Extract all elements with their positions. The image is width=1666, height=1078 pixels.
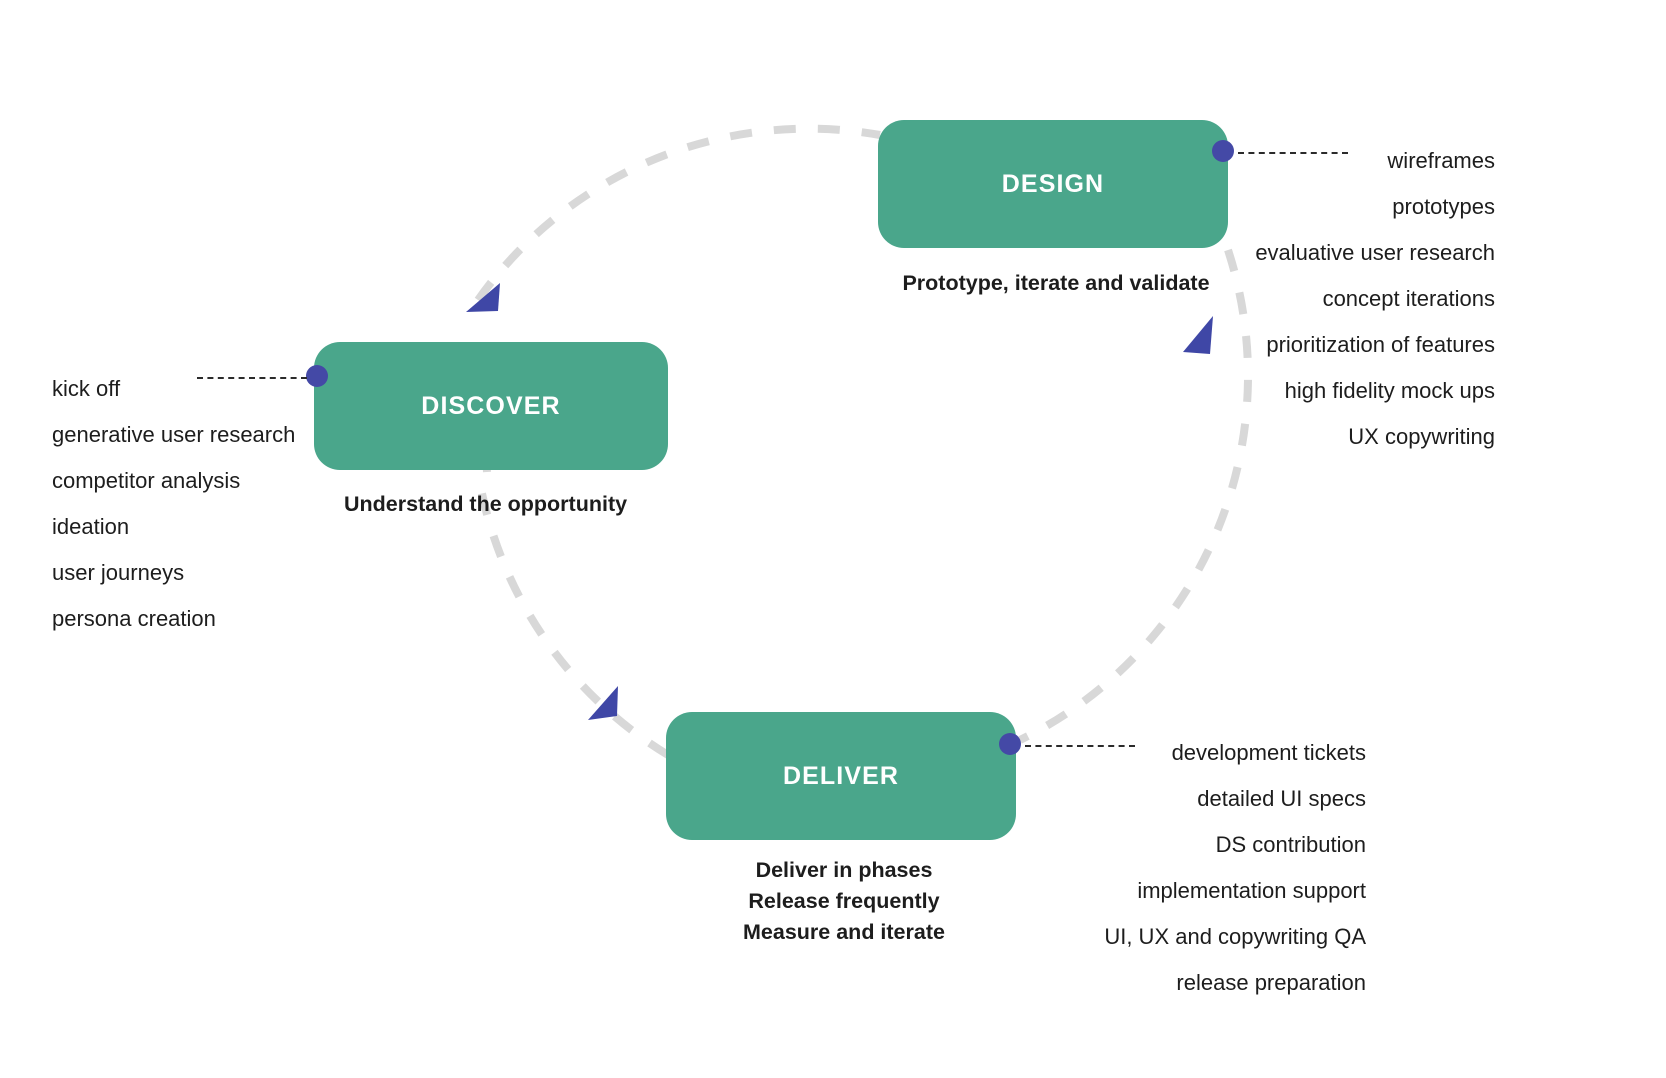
- output-item: UI, UX and copywriting QA: [1104, 924, 1366, 949]
- output-item: DS contribution: [1215, 832, 1366, 857]
- phase-box-design[interactable]: DESIGN: [878, 120, 1228, 248]
- phase-title-design: DESIGN: [1001, 169, 1105, 198]
- output-list-deliver: development tickets detailed UI specs DS…: [991, 730, 1366, 1006]
- output-item: release preparation: [1176, 970, 1366, 995]
- phase-caption-discover: Understand the opportunity: [344, 492, 628, 516]
- connector-dot-deliver: [999, 733, 1021, 755]
- output-item: implementation support: [1137, 878, 1366, 903]
- output-item: wireframes: [1387, 148, 1495, 173]
- output-item: evaluative user research: [1255, 240, 1495, 265]
- phase-box-deliver[interactable]: DELIVER: [666, 712, 1016, 840]
- output-item: competitor analysis: [52, 468, 241, 493]
- output-item: development tickets: [1171, 740, 1366, 765]
- output-item: high fidelity mock ups: [1284, 378, 1495, 403]
- output-item: UX copywriting: [1348, 424, 1495, 449]
- arc-discover-to-design: [474, 124, 881, 303]
- output-item: user journeys: [52, 560, 185, 585]
- flow-arrow-to-discover: [588, 686, 618, 720]
- leader-line-design: [1238, 152, 1348, 154]
- phase-title-discover: DISCOVER: [421, 391, 561, 420]
- leader-line-discover: [197, 377, 307, 379]
- phase-title-deliver: DELIVER: [782, 761, 900, 790]
- output-item: concept iterations: [1322, 286, 1495, 311]
- flow-arrow-to-design: [466, 283, 500, 312]
- phase-caption-deliver: Deliver in phases Release frequently Mea…: [743, 858, 945, 944]
- leader-line-deliver: [1025, 745, 1135, 747]
- connector-dot-design: [1212, 140, 1234, 162]
- output-item: detailed UI specs: [1197, 786, 1366, 811]
- output-item: prioritization of features: [1266, 332, 1495, 357]
- output-item: generative user research: [52, 422, 296, 447]
- output-list-discover: kick off generative user research compet…: [0, 366, 305, 642]
- output-item: prototypes: [1392, 194, 1495, 219]
- phase-box-discover[interactable]: DISCOVER: [314, 342, 668, 470]
- phase-caption-design: Prototype, iterate and validate: [902, 271, 1210, 295]
- output-list-design: wireframes prototypes evaluative user re…: [1120, 138, 1495, 460]
- connector-dot-discover: [306, 365, 328, 387]
- output-item: kick off: [52, 376, 121, 401]
- output-item: persona creation: [52, 606, 216, 631]
- output-item: ideation: [52, 514, 130, 539]
